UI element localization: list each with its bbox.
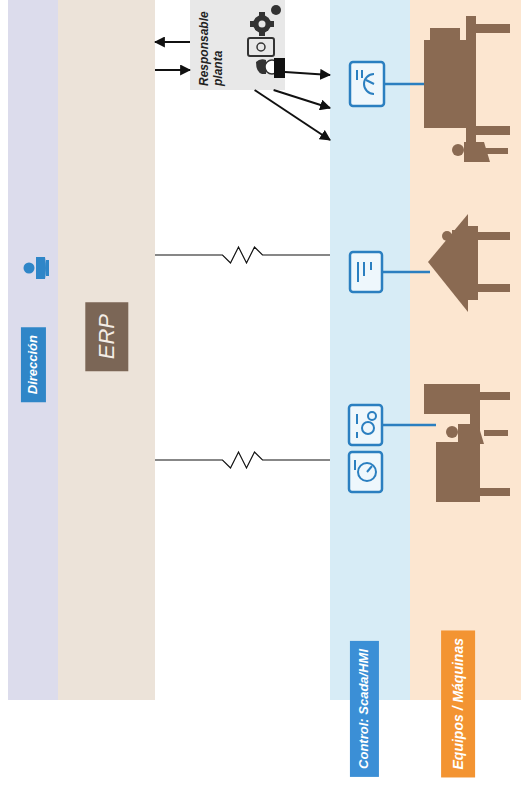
machine-wire [382,84,436,425]
flow-arrow [155,69,190,71]
direction-band: Dirección [8,0,58,700]
hmi-screen [349,62,384,492]
person-icon [24,257,50,279]
flow-arrow [255,90,330,140]
erp-band: ERP [58,0,155,700]
manager-box: Responsable planta [190,0,285,90]
band-label: ERP [85,302,128,371]
screen-detail [355,70,376,481]
band-label: Dirección [21,327,46,402]
data-link [155,247,330,263]
machine-figure [424,16,510,502]
flow-arrow [285,72,330,75]
box-label: Responsable planta [198,6,226,86]
data-link [155,452,330,468]
flow-arrow [274,90,330,108]
flow-arrow [155,41,190,43]
manager-icon [248,5,285,78]
band-label: Equipos / Máquinas [441,630,475,777]
band-label: Control: Scada/HMI [350,641,379,777]
